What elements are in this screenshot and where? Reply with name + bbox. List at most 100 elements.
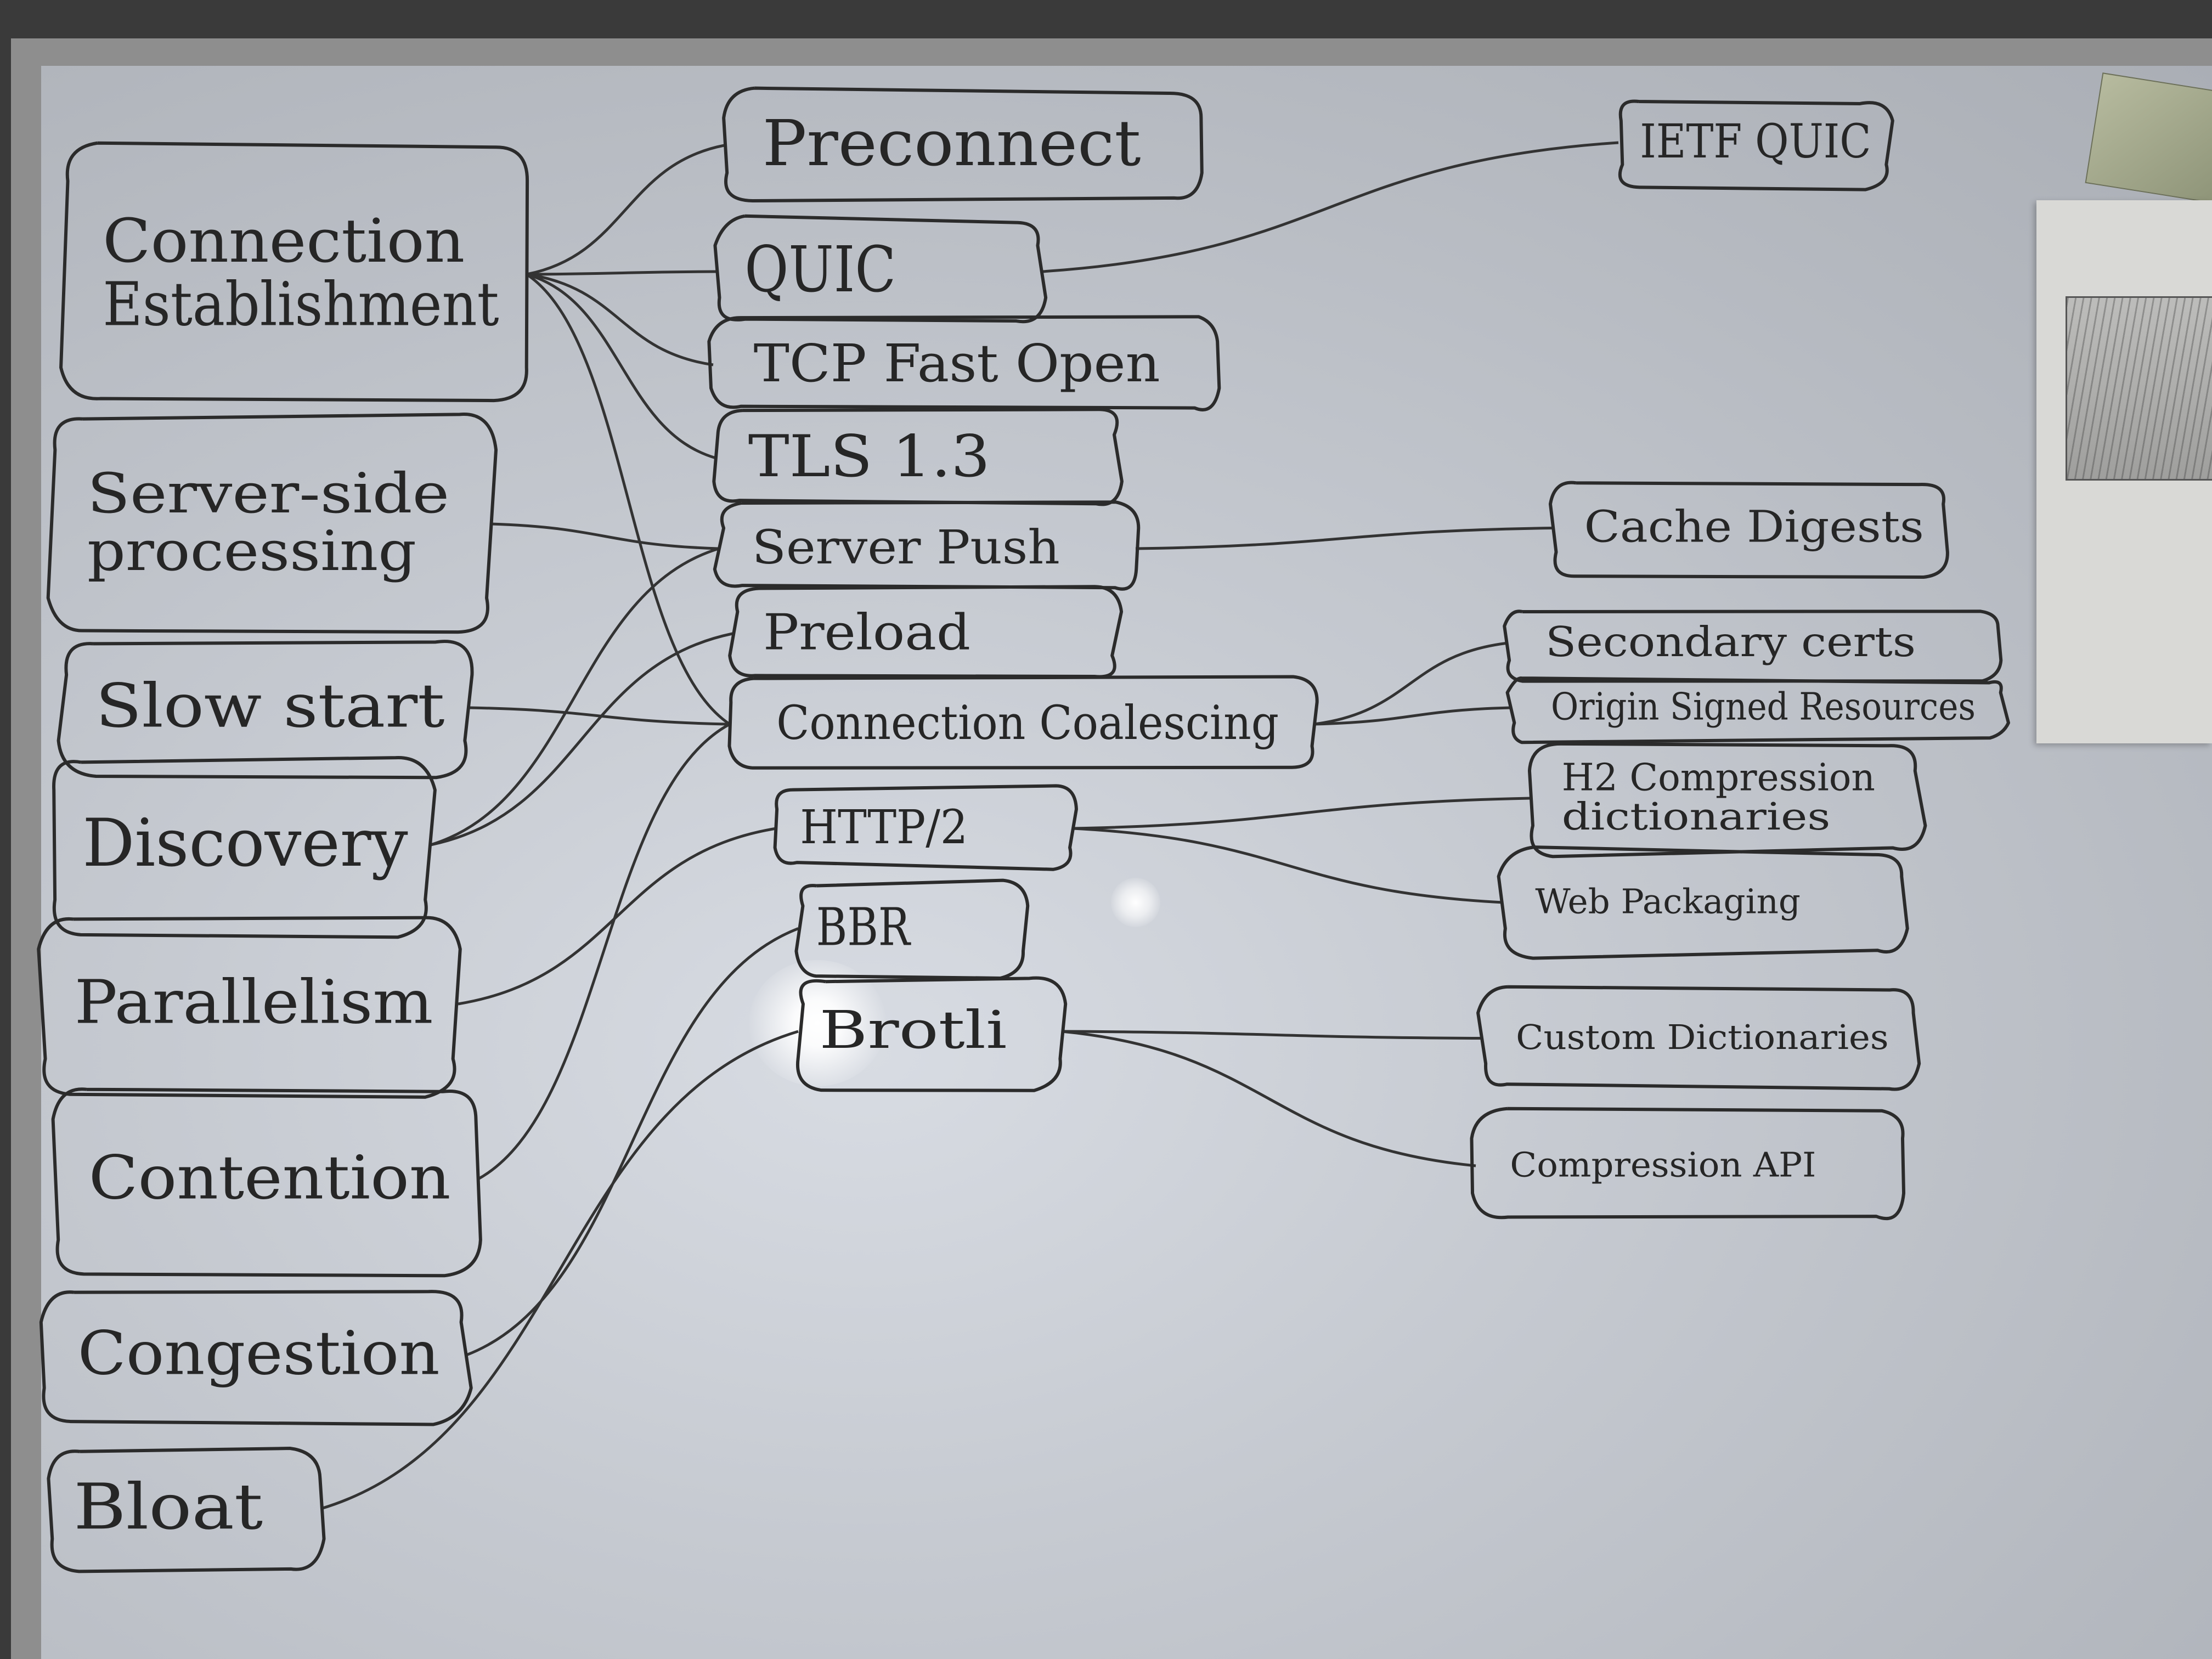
edge-connection-establishment-to-preconnect bbox=[526, 144, 725, 276]
node-box bbox=[1527, 742, 1927, 859]
node-label: Server-side bbox=[87, 461, 449, 526]
node-label: Preconnect bbox=[763, 107, 1141, 180]
node-label: Congestion bbox=[78, 1318, 440, 1389]
node-box bbox=[37, 916, 462, 1099]
node-tcp-fast-open: TCP Fast Open bbox=[707, 315, 1221, 411]
edge-server-push-to-cache-digests bbox=[1135, 527, 1553, 550]
node-slow-start: Slow start bbox=[57, 640, 474, 780]
node-box bbox=[1470, 1107, 1906, 1221]
edge-http2-to-web-packaging bbox=[1072, 827, 1504, 904]
edge-connection-establishment-to-quic bbox=[526, 270, 719, 276]
node-label: H2 Compression bbox=[1562, 757, 1875, 800]
node-label: QUIC bbox=[744, 233, 896, 307]
node-box bbox=[713, 214, 1048, 324]
edge-server-side-processing-to-server-push bbox=[490, 522, 719, 550]
node-origin-signed-resources: Origin Signed Resources bbox=[1505, 676, 2010, 744]
node-label: Compression API bbox=[1510, 1145, 1816, 1185]
node-contention: Contention bbox=[51, 1087, 482, 1278]
edge-quic-to-ietf-quic bbox=[1042, 141, 1619, 273]
edge-congestion-to-bbr bbox=[466, 927, 799, 1357]
edge-parallelism-to-http2 bbox=[458, 827, 777, 1006]
node-label: TLS 1.3 bbox=[748, 423, 990, 490]
node-label: Discovery bbox=[82, 805, 408, 882]
node-label: Server Push bbox=[752, 521, 1060, 575]
node-box bbox=[1618, 99, 1894, 191]
whiteboard bbox=[41, 66, 2212, 1659]
node-label: processing bbox=[87, 519, 416, 583]
node-label: dictionaries bbox=[1562, 795, 1831, 839]
node-box bbox=[57, 640, 474, 780]
node-label: Bloat bbox=[74, 1470, 263, 1544]
node-label: Establishment bbox=[103, 269, 499, 339]
node-box bbox=[47, 1447, 326, 1573]
node-label: TCP Fast Open bbox=[754, 334, 1160, 394]
node-web-packaging: Web Packaging bbox=[1497, 845, 1909, 960]
edge-connection-establishment-to-tls-1-3 bbox=[526, 273, 716, 460]
node-label: Parallelism bbox=[75, 967, 433, 1037]
node-box bbox=[773, 784, 1078, 871]
diagram-nodes: ConnectionEstablishmentServer-sideproces… bbox=[37, 86, 2010, 1573]
node-box bbox=[1505, 676, 2010, 744]
node-preconnect: Preconnect bbox=[722, 86, 1204, 202]
node-label: HTTP/2 bbox=[800, 800, 968, 855]
edge-connection-coalescing-to-origin-signed-resources bbox=[1313, 706, 1512, 726]
node-box bbox=[51, 1087, 482, 1278]
edge-brotli-to-compression-api bbox=[1061, 1030, 1476, 1167]
edge-bloat-to-brotli bbox=[320, 1030, 799, 1510]
node-cache-digests: Cache Digests bbox=[1548, 481, 1949, 579]
node-box bbox=[1503, 610, 2003, 683]
node-box bbox=[46, 413, 498, 634]
edge-contention-to-connection-coalescing bbox=[476, 723, 731, 1181]
node-tls-1-3: TLS 1.3 bbox=[712, 408, 1124, 506]
node-bloat: Bloat bbox=[47, 1447, 326, 1573]
node-box bbox=[722, 86, 1204, 202]
node-box bbox=[713, 500, 1141, 591]
node-custom-dictionaries: Custom Dictionaries bbox=[1476, 985, 1921, 1091]
node-preload: Preload bbox=[728, 585, 1124, 679]
node-box bbox=[1497, 845, 1909, 960]
node-ietf-quic: IETF QUIC bbox=[1618, 99, 1894, 191]
edge-http2-to-h2-compression-dictionaries bbox=[1072, 797, 1531, 830]
node-server-push: Server Push bbox=[713, 500, 1141, 591]
node-label: Connection Coalescing bbox=[776, 696, 1279, 751]
node-label: Web Packaging bbox=[1535, 882, 1801, 922]
node-discovery: Discovery bbox=[52, 756, 437, 939]
pencil-sketch-drawing bbox=[2066, 296, 2212, 481]
node-label: Custom Dictionaries bbox=[1516, 1017, 1888, 1057]
edge-discovery-to-server-push bbox=[430, 547, 719, 847]
node-label: IETF QUIC bbox=[1640, 115, 1871, 169]
node-bbr: BBR bbox=[794, 878, 1030, 980]
node-secondary-certs: Secondary certs bbox=[1503, 610, 2003, 683]
node-label: Secondary certs bbox=[1545, 618, 1916, 666]
edge-discovery-to-preload bbox=[430, 632, 733, 847]
node-label: Preload bbox=[763, 603, 970, 661]
node-quic: QUIC bbox=[713, 214, 1048, 324]
node-congestion: Congestion bbox=[39, 1290, 473, 1426]
node-box bbox=[727, 675, 1319, 770]
node-label: Connection bbox=[103, 206, 465, 276]
node-brotli: Brotli bbox=[795, 976, 1068, 1092]
node-box bbox=[39, 1290, 473, 1426]
node-label: Slow start bbox=[95, 671, 444, 741]
node-parallelism: Parallelism bbox=[37, 916, 462, 1099]
edge-connection-coalescing-to-secondary-certs bbox=[1313, 642, 1506, 726]
node-label: Cache Digests bbox=[1584, 501, 1924, 552]
node-http2: HTTP/2 bbox=[773, 784, 1078, 871]
node-box bbox=[59, 141, 529, 403]
node-box bbox=[795, 976, 1068, 1092]
edge-connection-establishment-to-connection-coalescing bbox=[526, 273, 731, 726]
node-label: Brotli bbox=[819, 1000, 1007, 1060]
node-connection-coalescing: Connection Coalescing bbox=[727, 675, 1319, 770]
node-compression-api: Compression API bbox=[1470, 1107, 1906, 1221]
connector-lines bbox=[320, 141, 1619, 1510]
edge-connection-establishment-to-tcp-fast-open bbox=[526, 273, 714, 366]
node-label: BBR bbox=[816, 897, 911, 957]
node-label: Contention bbox=[89, 1143, 451, 1213]
edge-brotli-to-custom-dictionaries bbox=[1061, 1030, 1482, 1040]
flash-glare-small bbox=[1111, 878, 1160, 927]
node-label: Origin Signed Resources bbox=[1551, 685, 1976, 729]
